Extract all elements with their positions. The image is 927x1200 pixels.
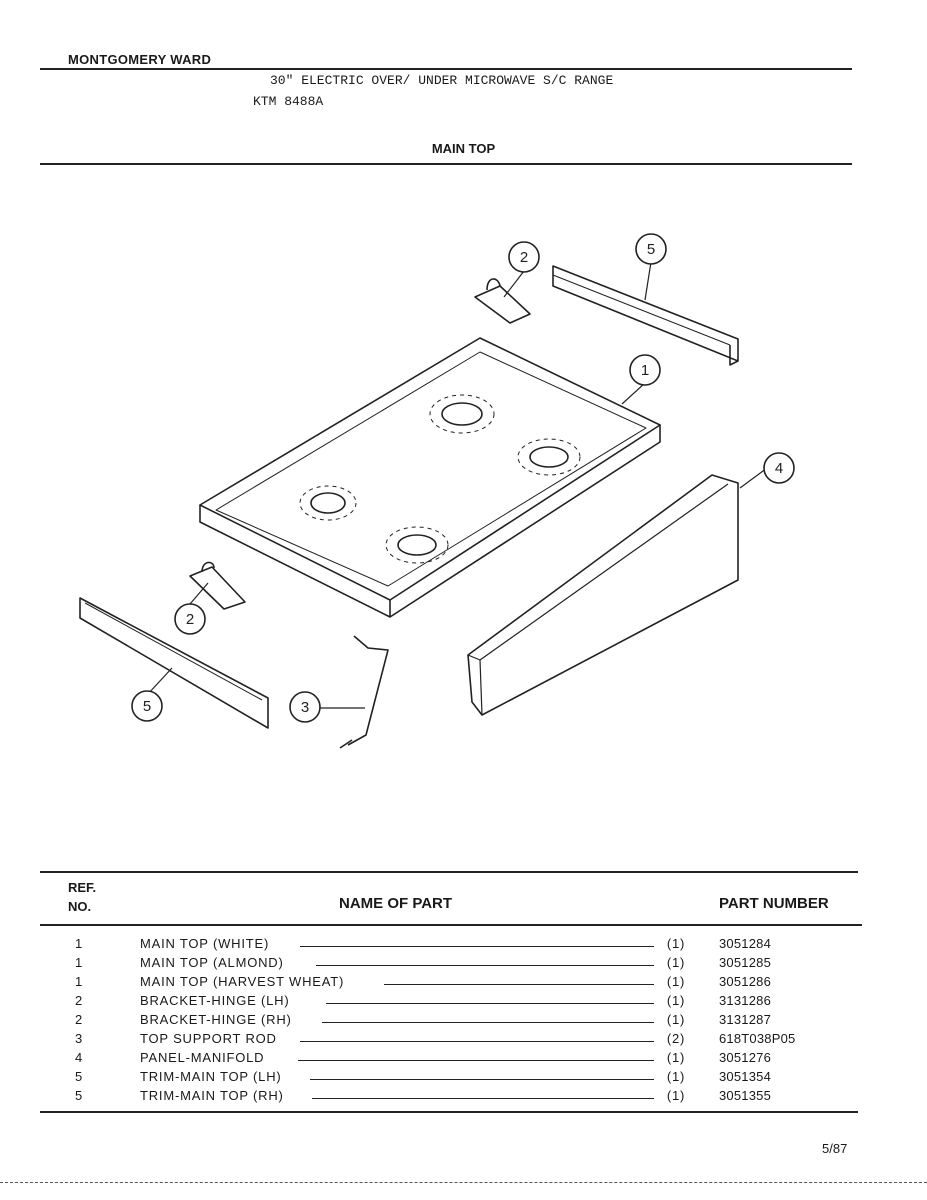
part-name-cell: TRIM-MAIN TOP (LH) <box>140 1069 282 1084</box>
callout-circle-3 <box>289 691 321 723</box>
qty-cell: (1) <box>666 974 686 989</box>
callout-circle-2-top <box>508 241 540 273</box>
callout-circle-5-top <box>635 233 667 265</box>
leader-line <box>300 1041 654 1042</box>
qty-cell: (2) <box>666 1031 686 1046</box>
main-top-part <box>199 337 661 618</box>
callout-label: 5 <box>647 241 655 258</box>
table-row: 5 TRIM-MAIN TOP (RH) (1) 3051355 <box>0 1088 927 1107</box>
part-name-cell: BRACKET-HINGE (LH) <box>140 993 290 1008</box>
trim-main-top-rh-part <box>552 265 739 366</box>
part-name-cell: TRIM-MAIN TOP (RH) <box>140 1088 284 1103</box>
callout-circle-2-bottom <box>174 603 206 635</box>
leader-line <box>310 1079 654 1080</box>
table-rule-bottom <box>40 1111 858 1113</box>
table-row: 4 PANEL-MANIFOLD (1) 3051276 <box>0 1050 927 1069</box>
ref-header-line2: NO. <box>68 899 92 914</box>
leader-line <box>322 1022 654 1023</box>
ref-cell: 1 <box>74 936 84 951</box>
ref-header-line1: REF. <box>68 880 97 895</box>
qty-cell: (1) <box>666 1012 686 1027</box>
part-name-cell: MAIN TOP (WHITE) <box>140 936 270 951</box>
part-name-cell: BRACKET-HINGE (RH) <box>140 1012 292 1027</box>
table-row: 1 MAIN TOP (HARVEST WHEAT) (1) 3051286 <box>0 974 927 993</box>
ref-cell: 3 <box>74 1031 84 1046</box>
table-row: 2 BRACKET-HINGE (LH) (1) 3131286 <box>0 993 927 1012</box>
qty-cell: (1) <box>666 936 686 951</box>
part-number-cell: 3051355 <box>719 1088 772 1103</box>
brand-name: MONTGOMERY WARD <box>68 52 212 67</box>
bracket-hinge-lh-part <box>189 561 246 610</box>
callout-circle-5-bottom <box>131 690 163 722</box>
trim-main-top-lh-part <box>79 597 269 729</box>
exploded-parts-diagram: 2 5 1 4 2 5 3 <box>79 233 795 749</box>
callout-label: 4 <box>775 460 783 477</box>
leader-line <box>326 1003 654 1004</box>
top-support-rod-part <box>339 635 389 749</box>
table-row: 2 BRACKET-HINGE (RH) (1) 3131287 <box>0 1012 927 1031</box>
header-rule-bottom <box>40 163 852 165</box>
ref-no-header: REF. NO. <box>68 878 96 916</box>
callout-label: 2 <box>186 611 194 628</box>
ref-cell: 2 <box>74 993 84 1008</box>
ref-cell: 2 <box>74 1012 84 1027</box>
model-title: 30" ELECTRIC OVER/ UNDER MICROWAVE S/C R… <box>270 73 614 88</box>
header-rule-top <box>40 68 852 70</box>
table-row: 5 TRIM-MAIN TOP (LH) (1) 3051354 <box>0 1069 927 1088</box>
part-number-cell: 618T038P05 <box>719 1031 796 1046</box>
callout-circle-1 <box>629 354 661 386</box>
callout-label: 2 <box>520 249 528 266</box>
qty-cell: (1) <box>666 1050 686 1065</box>
model-number: KTM 8488A <box>253 94 324 109</box>
part-name-cell: TOP SUPPORT ROD <box>140 1031 277 1046</box>
part-number-cell: 3051354 <box>719 1069 772 1084</box>
table-row: 1 MAIN TOP (ALMOND) (1) 3051285 <box>0 955 927 974</box>
part-number-cell: 3131286 <box>719 993 772 1008</box>
part-number-cell: 3131287 <box>719 1012 772 1027</box>
part-name-cell: MAIN TOP (HARVEST WHEAT) <box>140 974 345 989</box>
section-title: MAIN TOP <box>431 141 496 156</box>
table-rule-top <box>40 871 858 873</box>
part-number-cell: 3051276 <box>719 1050 772 1065</box>
qty-cell: (1) <box>666 955 686 970</box>
callout-label: 5 <box>143 698 151 715</box>
bracket-hinge-rh-part <box>474 278 531 324</box>
table-row: 1 MAIN TOP (WHITE) (1) 3051284 <box>0 936 927 955</box>
table-row: 3 TOP SUPPORT ROD (2) 618T038P05 <box>0 1031 927 1050</box>
table-rule-header <box>40 924 862 926</box>
scan-edge-line <box>0 1182 927 1183</box>
callout-circle-4 <box>763 452 795 484</box>
callout-label: 3 <box>301 699 309 716</box>
panel-manifold-part <box>467 474 739 716</box>
leader-line <box>384 984 654 985</box>
ref-cell: 1 <box>74 974 84 989</box>
part-name-cell: MAIN TOP (ALMOND) <box>140 955 284 970</box>
part-number-cell: 3051285 <box>719 955 772 970</box>
qty-cell: (1) <box>666 1069 686 1084</box>
part-number-header: PART NUMBER <box>719 895 829 912</box>
leader-line <box>300 946 654 947</box>
leader-line <box>298 1060 654 1061</box>
ref-cell: 5 <box>74 1069 84 1084</box>
leader-line <box>312 1098 654 1099</box>
part-name-cell: PANEL-MANIFOLD <box>140 1050 265 1065</box>
ref-cell: 4 <box>74 1050 84 1065</box>
part-number-cell: 3051284 <box>719 936 772 951</box>
leader-line <box>316 965 654 966</box>
name-of-part-header: NAME OF PART <box>339 895 453 912</box>
ref-cell: 5 <box>74 1088 84 1103</box>
qty-cell: (1) <box>666 993 686 1008</box>
ref-cell: 1 <box>74 955 84 970</box>
part-number-cell: 3051286 <box>719 974 772 989</box>
qty-cell: (1) <box>666 1088 686 1103</box>
callout-label: 1 <box>641 362 649 379</box>
page-number: 5/87 <box>822 1141 848 1156</box>
